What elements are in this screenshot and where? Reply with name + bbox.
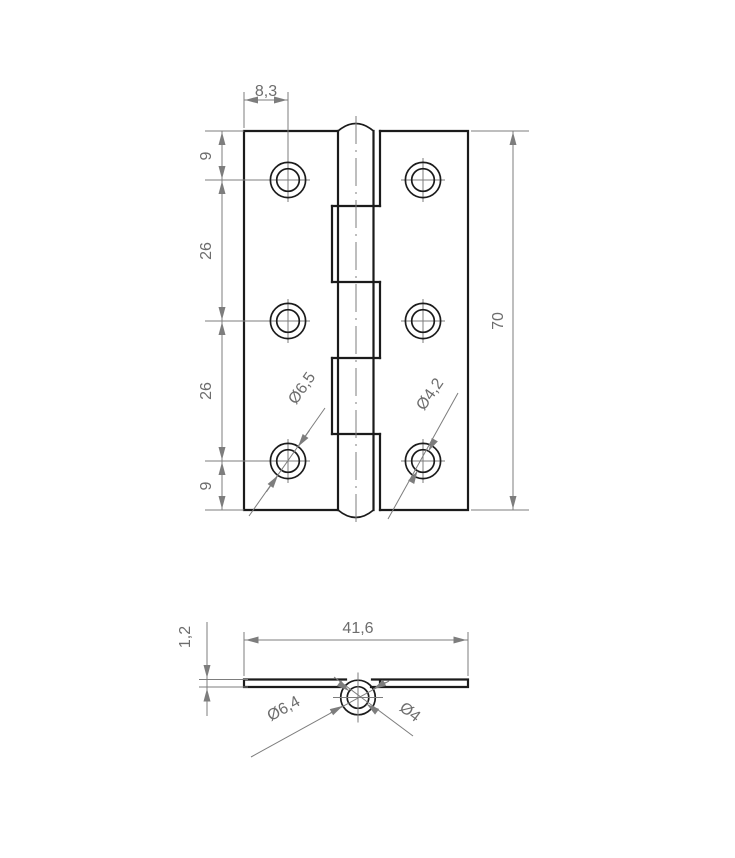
extension-lines [243, 92, 289, 159]
dimension-hole-offset-8-3: 8,3 [243, 83, 289, 159]
hole-circle [410, 308, 436, 334]
dimension-value: 41,6 [342, 620, 373, 637]
countersink-circle [269, 161, 307, 199]
dimension-value-9-top: 9 [198, 151, 215, 160]
hole-circle [410, 167, 436, 193]
hole-circle [410, 448, 436, 474]
hole-bottom-right [404, 442, 442, 480]
countersink-circle [404, 161, 442, 199]
extension-lines [471, 130, 529, 511]
dimension-value-9-bottom: 9 [198, 481, 215, 490]
hole-circle [275, 448, 301, 474]
arrow-lower [265, 475, 279, 493]
arrow-upper [336, 680, 350, 692]
dimension-value-26-lower: 26 [198, 382, 215, 400]
countersink-circle [404, 302, 442, 340]
hole-bottom-left [269, 442, 307, 480]
dimension-value: 8,3 [255, 83, 277, 100]
countersink-circle [269, 442, 307, 480]
diameter-value: Ø4 [396, 699, 423, 725]
side-view: 41,6 1,2 Ø6,4 Ø4 [177, 620, 470, 758]
knuckle-centerlines [333, 672, 383, 723]
arrow-upper [428, 438, 438, 452]
leaf-plates-section [242, 678, 470, 689]
dimension-chain-left: 9 26 26 9 [198, 130, 266, 511]
hole-mid-left [269, 302, 307, 340]
arrow-upper [372, 679, 387, 690]
dimension-value: 70 [490, 312, 507, 330]
arrow-lower [408, 470, 418, 484]
leader-line [387, 392, 459, 520]
right-leaf-outline [378, 129, 470, 512]
leader-line [248, 407, 326, 517]
hole-top-right [404, 161, 442, 199]
hole-circle [275, 308, 301, 334]
dimension-height-70: 70 [471, 130, 529, 511]
dimension-open-width-41-6: 41,6 [243, 620, 469, 676]
extension-lines [205, 130, 266, 511]
knuckle-barrel-edges [336, 129, 375, 512]
countersink-circle [404, 442, 442, 480]
hole-mid-right [404, 302, 442, 340]
dimension-thickness-1-2: 1,2 [177, 622, 248, 716]
hole-top-left [269, 161, 307, 199]
leader-knuckle-dia: Ø6,4 [250, 679, 390, 758]
diameter-value: Ø6,5 [285, 369, 319, 407]
extension-lines [243, 632, 469, 676]
hole-circle [275, 167, 301, 193]
diameter-value: Ø4,2 [413, 375, 447, 413]
arrow-lower [366, 703, 380, 715]
dimension-value: 1,2 [177, 626, 194, 648]
arrow-upper [297, 429, 311, 447]
countersink-circle [269, 302, 307, 340]
dimension-value-26-upper: 26 [198, 242, 215, 260]
diameter-value: Ø6,4 [265, 693, 304, 725]
front-view: 8,3 9 26 26 9 70 [198, 83, 529, 525]
extension-lines [199, 679, 248, 688]
arrow-lower [329, 705, 344, 716]
leader-line [250, 680, 390, 758]
